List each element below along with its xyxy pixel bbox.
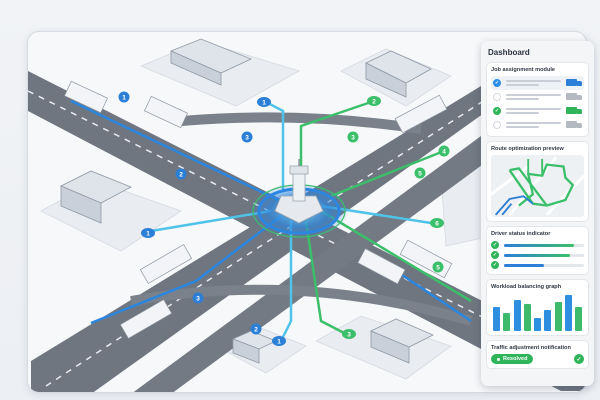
svg-text:3: 3 <box>351 135 355 142</box>
traffic-notification-card: Traffic adjustment notification Resolved… <box>486 340 589 369</box>
dashboard-title: Dashboard <box>488 48 530 57</box>
check-icon[interactable]: ✓ <box>493 107 501 115</box>
truck-icon <box>566 93 582 101</box>
workload-bar <box>544 310 552 331</box>
route-marker-3[interactable]: 3 <box>241 131 253 143</box>
svg-text:2: 2 <box>179 172 183 179</box>
svg-text:1: 1 <box>277 339 281 346</box>
route-marker-2-green[interactable]: 2 <box>367 96 381 106</box>
driver-row[interactable]: ✓ <box>491 240 584 250</box>
workload-bar <box>503 312 511 331</box>
driver-progress-track <box>504 263 584 267</box>
route-lines <box>70 99 472 342</box>
truck-icon <box>566 121 582 129</box>
job-row[interactable] <box>491 90 584 104</box>
job-placeholder-lines <box>506 106 561 116</box>
truck-icon <box>566 79 582 87</box>
logistics-network-scene: 1 1 2 3 3 4 5 2 1 6 5 3 2 1 3 <box>28 38 586 392</box>
svg-text:5: 5 <box>436 265 440 272</box>
svg-text:1: 1 <box>122 95 126 102</box>
svg-text:2: 2 <box>254 327 258 334</box>
svg-text:3: 3 <box>347 332 351 339</box>
workload-bar <box>493 307 500 331</box>
driver-progress-fill <box>504 243 575 247</box>
job-placeholder-lines <box>506 78 561 88</box>
driver-progress-fill <box>504 263 544 267</box>
svg-text:1: 1 <box>262 100 266 107</box>
route-marker-5-green[interactable]: 5 <box>414 167 426 179</box>
route-marker-1[interactable]: 1 <box>118 91 130 103</box>
route-marker-2b[interactable]: 2 <box>250 323 262 335</box>
job-placeholder-lines <box>506 120 561 130</box>
workload-bar <box>513 299 521 331</box>
driver-ok-icon: ✓ <box>491 241 499 249</box>
resolved-badge[interactable]: Resolved <box>491 354 534 364</box>
route-marker-1c[interactable]: 1 <box>141 228 155 238</box>
route-markers[interactable]: 1 1 2 3 3 4 5 2 1 6 5 3 2 1 3 <box>118 91 450 347</box>
route-optimization-card: Route optimization preview <box>486 141 589 222</box>
workload-bar <box>523 304 531 331</box>
driver-progress-track <box>504 253 584 257</box>
svg-text:3: 3 <box>245 135 249 142</box>
traffic-notification-title: Traffic adjustment notification <box>491 345 571 351</box>
driver-status-title: Driver status indicator <box>491 231 551 237</box>
route-map-preview[interactable] <box>491 155 584 217</box>
route-optimization-title: Route optimization preview <box>491 146 564 152</box>
route-marker-5b-green[interactable]: 5 <box>432 261 444 273</box>
truck-icon <box>566 107 582 115</box>
workload-bar <box>534 317 541 331</box>
route-marker-1b[interactable]: 1 <box>257 97 271 107</box>
route-marker-3c-green[interactable]: 3 <box>342 329 356 339</box>
central-hub <box>249 159 349 239</box>
driver-row[interactable]: ✓ <box>491 250 584 260</box>
job-placeholder-lines <box>506 92 561 102</box>
dashboard-panel: Dashboard Job assignment module ✓ ✓ Rout… <box>481 41 594 386</box>
notification-row: Resolved ✓ <box>491 354 584 364</box>
svg-text:1: 1 <box>146 231 150 238</box>
driver-row[interactable]: ✓ <box>491 260 584 270</box>
check-icon[interactable]: ✓ <box>493 79 501 87</box>
status-dot-icon <box>497 357 500 361</box>
resolved-label: Resolved <box>503 356 528 362</box>
job-assignment-title: Job assignment module <box>491 67 556 73</box>
job-row[interactable] <box>491 118 584 132</box>
checkbox-empty[interactable] <box>493 93 501 101</box>
svg-text:4: 4 <box>442 149 446 156</box>
checkbox-empty[interactable] <box>493 121 501 129</box>
route-marker-4-green[interactable]: 4 <box>438 145 450 157</box>
svg-text:3: 3 <box>196 296 200 303</box>
svg-text:6: 6 <box>435 221 439 228</box>
workload-bar <box>554 302 562 331</box>
workload-title: Workload balancing graph <box>491 284 562 290</box>
job-assignment-card: Job assignment module ✓ ✓ <box>486 62 589 137</box>
route-marker-1d[interactable]: 1 <box>272 336 286 346</box>
workload-bar-chart <box>491 293 584 331</box>
route-marker-6-green[interactable]: 6 <box>430 218 444 228</box>
workload-bar <box>575 306 582 331</box>
driver-progress-track <box>504 243 584 247</box>
job-row[interactable]: ✓ <box>491 76 584 90</box>
route-marker-3b[interactable]: 3 <box>192 292 204 304</box>
driver-ok-icon: ✓ <box>491 261 499 269</box>
workload-bar <box>564 294 572 331</box>
trucks <box>64 80 453 339</box>
job-row[interactable]: ✓ <box>491 104 584 118</box>
svg-text:2: 2 <box>372 99 376 106</box>
svg-text:5: 5 <box>418 171 422 178</box>
driver-status-card: Driver status indicator ✓ ✓ ✓ <box>486 226 589 275</box>
route-marker-2[interactable]: 2 <box>175 168 187 180</box>
driver-ok-icon: ✓ <box>491 251 499 259</box>
workload-card: Workload balancing graph <box>486 279 589 336</box>
driver-progress-fill <box>504 253 570 257</box>
check-circle-icon: ✓ <box>574 354 584 364</box>
route-marker-3-green[interactable]: 3 <box>347 131 359 143</box>
route-map-graphic <box>491 156 584 216</box>
